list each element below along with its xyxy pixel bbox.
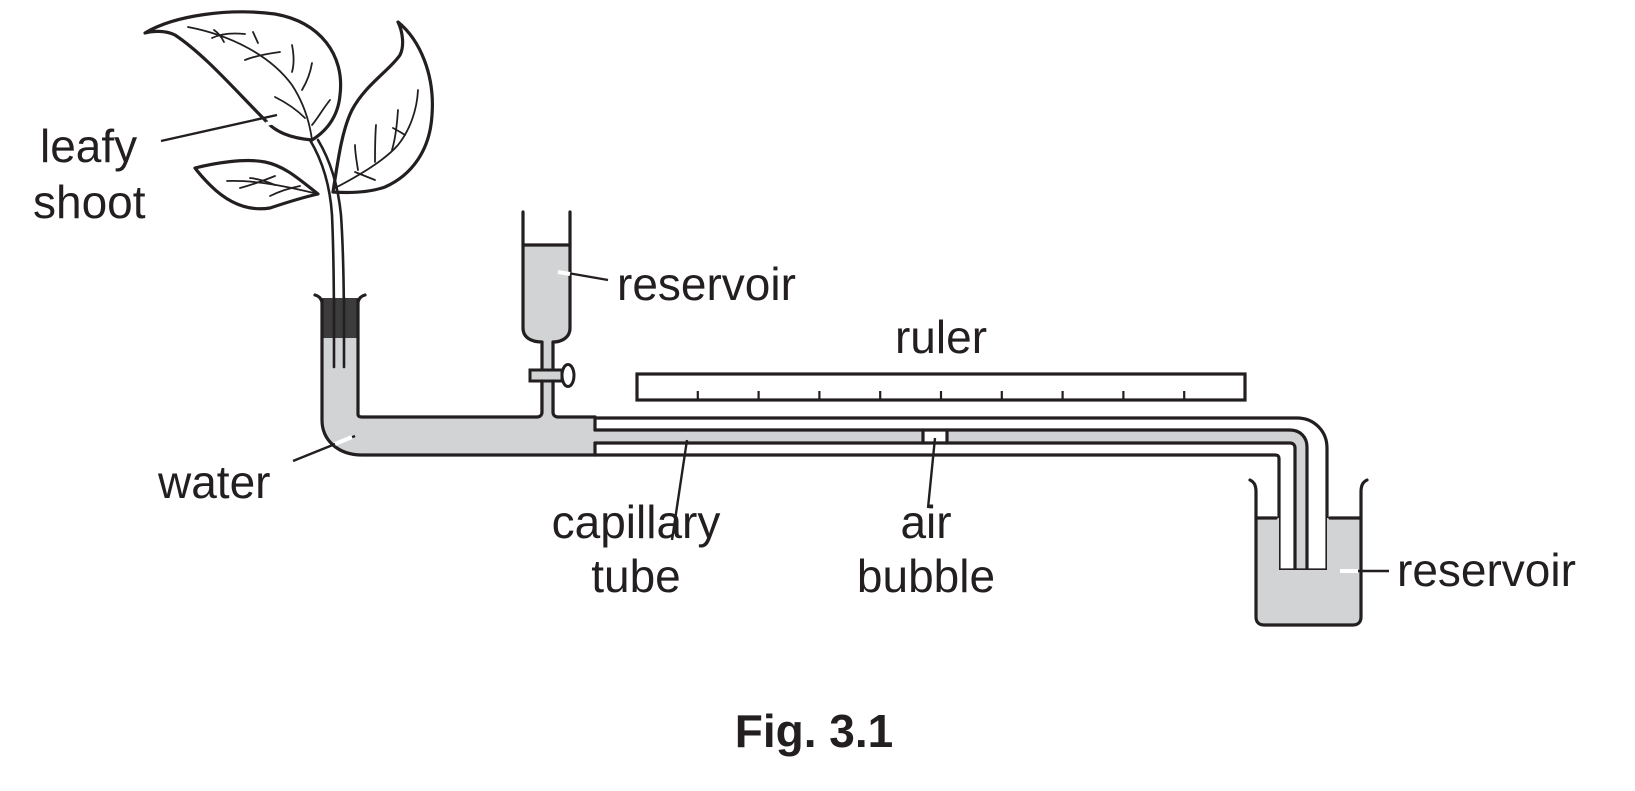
- tap-handle[interactable]: [560, 363, 576, 388]
- label-air-bubble-line2: bubble: [857, 550, 995, 602]
- water-fill: [322, 337, 595, 455]
- ruler-ticks: [696, 391, 1186, 400]
- label-capillary-tube-line1: capillary: [552, 496, 721, 548]
- label-reservoir-beaker: reservoir: [1397, 544, 1576, 596]
- label-water: water: [157, 456, 270, 508]
- leaf-right-veins: [334, 89, 419, 189]
- label-air-bubble-line1: air: [900, 496, 951, 548]
- leader-lines: [160, 113, 1389, 573]
- beaker-water: [1256, 518, 1361, 625]
- funnel-water: [523, 245, 570, 412]
- figure-caption: Fig. 3.1: [735, 705, 893, 757]
- tap[interactable]: [528, 368, 564, 383]
- leafy-shoot: [143, 10, 434, 367]
- leaf-small-veins: [226, 175, 319, 197]
- ruler: [635, 372, 1247, 402]
- label-capillary-tube-line2: tube: [591, 550, 681, 602]
- reservoir-funnel: [521, 210, 576, 414]
- leaf-large: [143, 10, 343, 142]
- leaf-small: [193, 158, 320, 211]
- rubber-stopper: [322, 298, 358, 338]
- capillary-tube: [593, 416, 1329, 572]
- leaf-large-veins: [187, 26, 331, 141]
- leaf-right: [331, 20, 434, 195]
- reservoir-beaker: [1248, 478, 1369, 627]
- label-leafy-shoot-line2: shoot: [33, 176, 146, 228]
- label-reservoir-top: reservoir: [617, 258, 796, 310]
- air-bubble: [923, 431, 947, 442]
- label-leafy-shoot-line1: leafy: [40, 120, 137, 172]
- label-ruler: ruler: [895, 311, 987, 363]
